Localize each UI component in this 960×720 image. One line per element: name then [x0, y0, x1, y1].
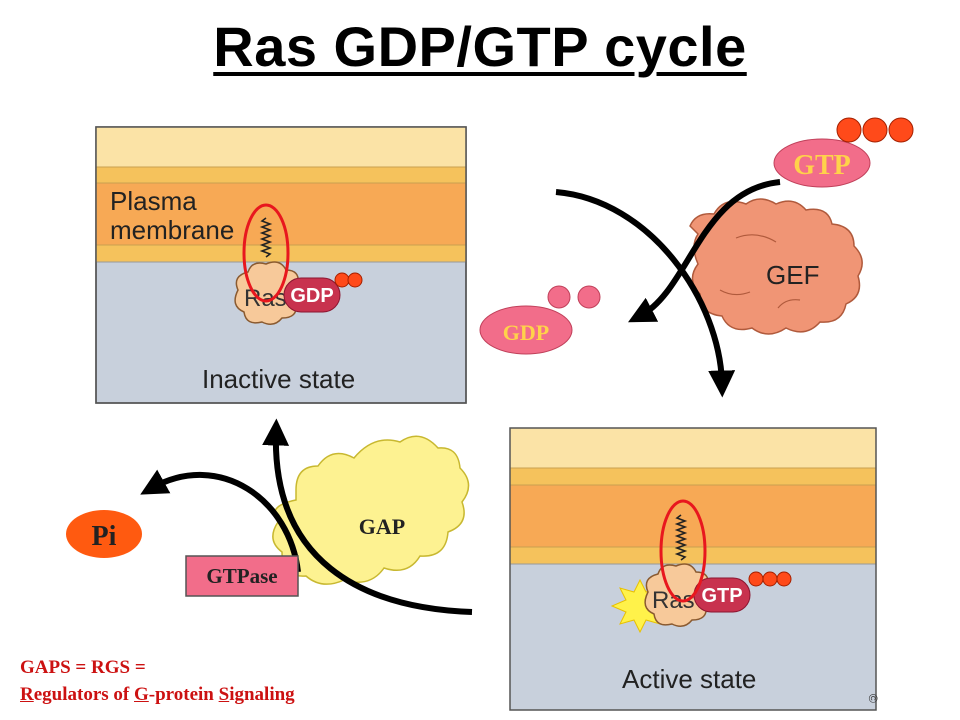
membrane-label-line2: membrane: [110, 215, 234, 245]
gtp-bubble-label: GTP: [793, 150, 851, 181]
gtp-to-gdp-arrow: [262, 418, 473, 615]
phosphate-icon: [836, 117, 862, 143]
pi-bubble-label: Pi: [92, 521, 117, 552]
phosphate-icon: [762, 571, 778, 587]
gdp-to-gtp-arrow: [555, 189, 736, 398]
anchor-highlight-ring: [659, 499, 707, 603]
footnote-line1: GAPS = RGS =: [20, 657, 146, 678]
gtp-bound-label: GTP: [701, 585, 742, 607]
gef-label: GEF: [766, 260, 819, 290]
footnote-g: G: [134, 684, 149, 705]
phosphate-icon: [776, 571, 792, 587]
gtp-bubble: GTP: [773, 117, 914, 188]
lipid-anchor-icon: [259, 217, 273, 258]
lipid-anchor-icon: [674, 514, 688, 561]
gdp-bubble: GDP: [479, 285, 601, 355]
inactive-state-panel: Plasma membrane Ras GDP Inactive state: [95, 126, 467, 404]
footnote-seg2: -protein: [148, 684, 219, 705]
gap-protein: GAP: [272, 435, 470, 585]
page-title: Ras GDP/GTP cycle: [213, 15, 747, 78]
phosphate-icon: [888, 117, 914, 143]
phosphate-icon: [862, 117, 888, 143]
gdp-release-arrow: [628, 179, 781, 323]
inactive-state-label: Inactive state: [202, 364, 355, 394]
membrane-label-line1: Plasma: [110, 186, 197, 216]
footnote: GAPS = RGS = Regulators of G-protein Sig…: [20, 654, 295, 708]
gtpase-box: GTPase: [185, 555, 299, 597]
phosphate-icon: [547, 285, 571, 309]
phosphate-icon: [748, 571, 764, 587]
phosphate-icon: [347, 272, 363, 288]
footnote-line2: Regulators of G-protein Signaling: [20, 681, 295, 708]
footnote-r: R: [20, 684, 34, 705]
copyright-mark: ©: [866, 694, 880, 703]
anchor-highlight-ring: [242, 203, 290, 303]
gtpase-label: GTPase: [206, 564, 277, 588]
active-state-label: Active state: [622, 664, 756, 694]
pi-bubble: Pi: [66, 510, 142, 558]
gef-protein: GEF: [689, 198, 863, 335]
footnote-s: S: [218, 684, 230, 705]
phosphate-icon: [577, 285, 601, 309]
gdp-bound-label: GDP: [290, 285, 333, 307]
footnote-seg1: egulators of: [33, 684, 134, 705]
pi-release-arrow: [140, 469, 301, 573]
gdp-bubble-label: GDP: [503, 320, 549, 345]
phosphate-icon: [334, 272, 350, 288]
gap-label: GAP: [359, 514, 405, 539]
footnote-seg3: ignaling: [229, 684, 295, 705]
active-state-panel: Ras GTP Active state ©: [509, 427, 880, 711]
